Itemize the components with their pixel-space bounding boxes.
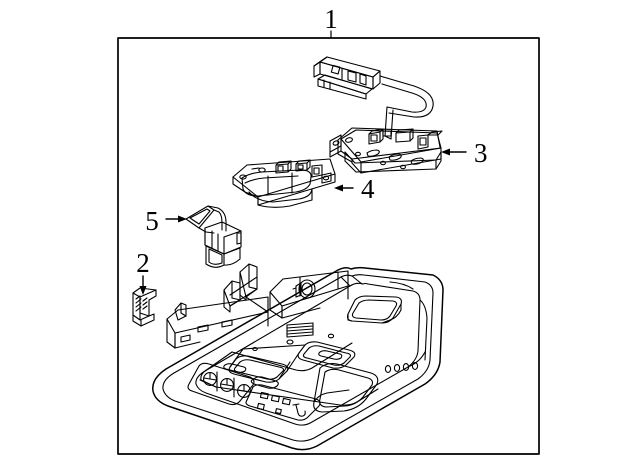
storage-lid — [313, 362, 379, 413]
callout-label-1: 1 — [324, 4, 338, 34]
button-icon-row — [245, 384, 321, 421]
vent-grille-lines — [286, 322, 314, 338]
sunroof-switch-recess — [346, 295, 402, 324]
callout-3-leader — [441, 148, 467, 156]
hook-icon — [295, 404, 306, 417]
callout-label-3: 3 — [474, 138, 488, 168]
led-indicator-row — [384, 362, 419, 373]
wire-connector-bracket — [185, 205, 242, 268]
reading-lamp-housing-module — [329, 127, 443, 174]
callout-label-4: 4 — [361, 174, 375, 204]
rotary-switch-cluster — [187, 362, 255, 406]
left-mounting-brackets — [166, 263, 349, 349]
callout-2-leader — [139, 275, 147, 295]
retainer-clip — [132, 287, 157, 327]
callout-label-2: 2 — [136, 248, 150, 278]
callout-4-leader — [334, 184, 354, 192]
callout-5-leader — [165, 215, 187, 223]
assembly-boundary-box — [117, 37, 540, 455]
overhead-console-body — [152, 263, 444, 451]
lens-bezel-panel — [232, 158, 336, 208]
callout-label-5: 5 — [145, 206, 159, 236]
center-switch-panel — [200, 333, 379, 406]
